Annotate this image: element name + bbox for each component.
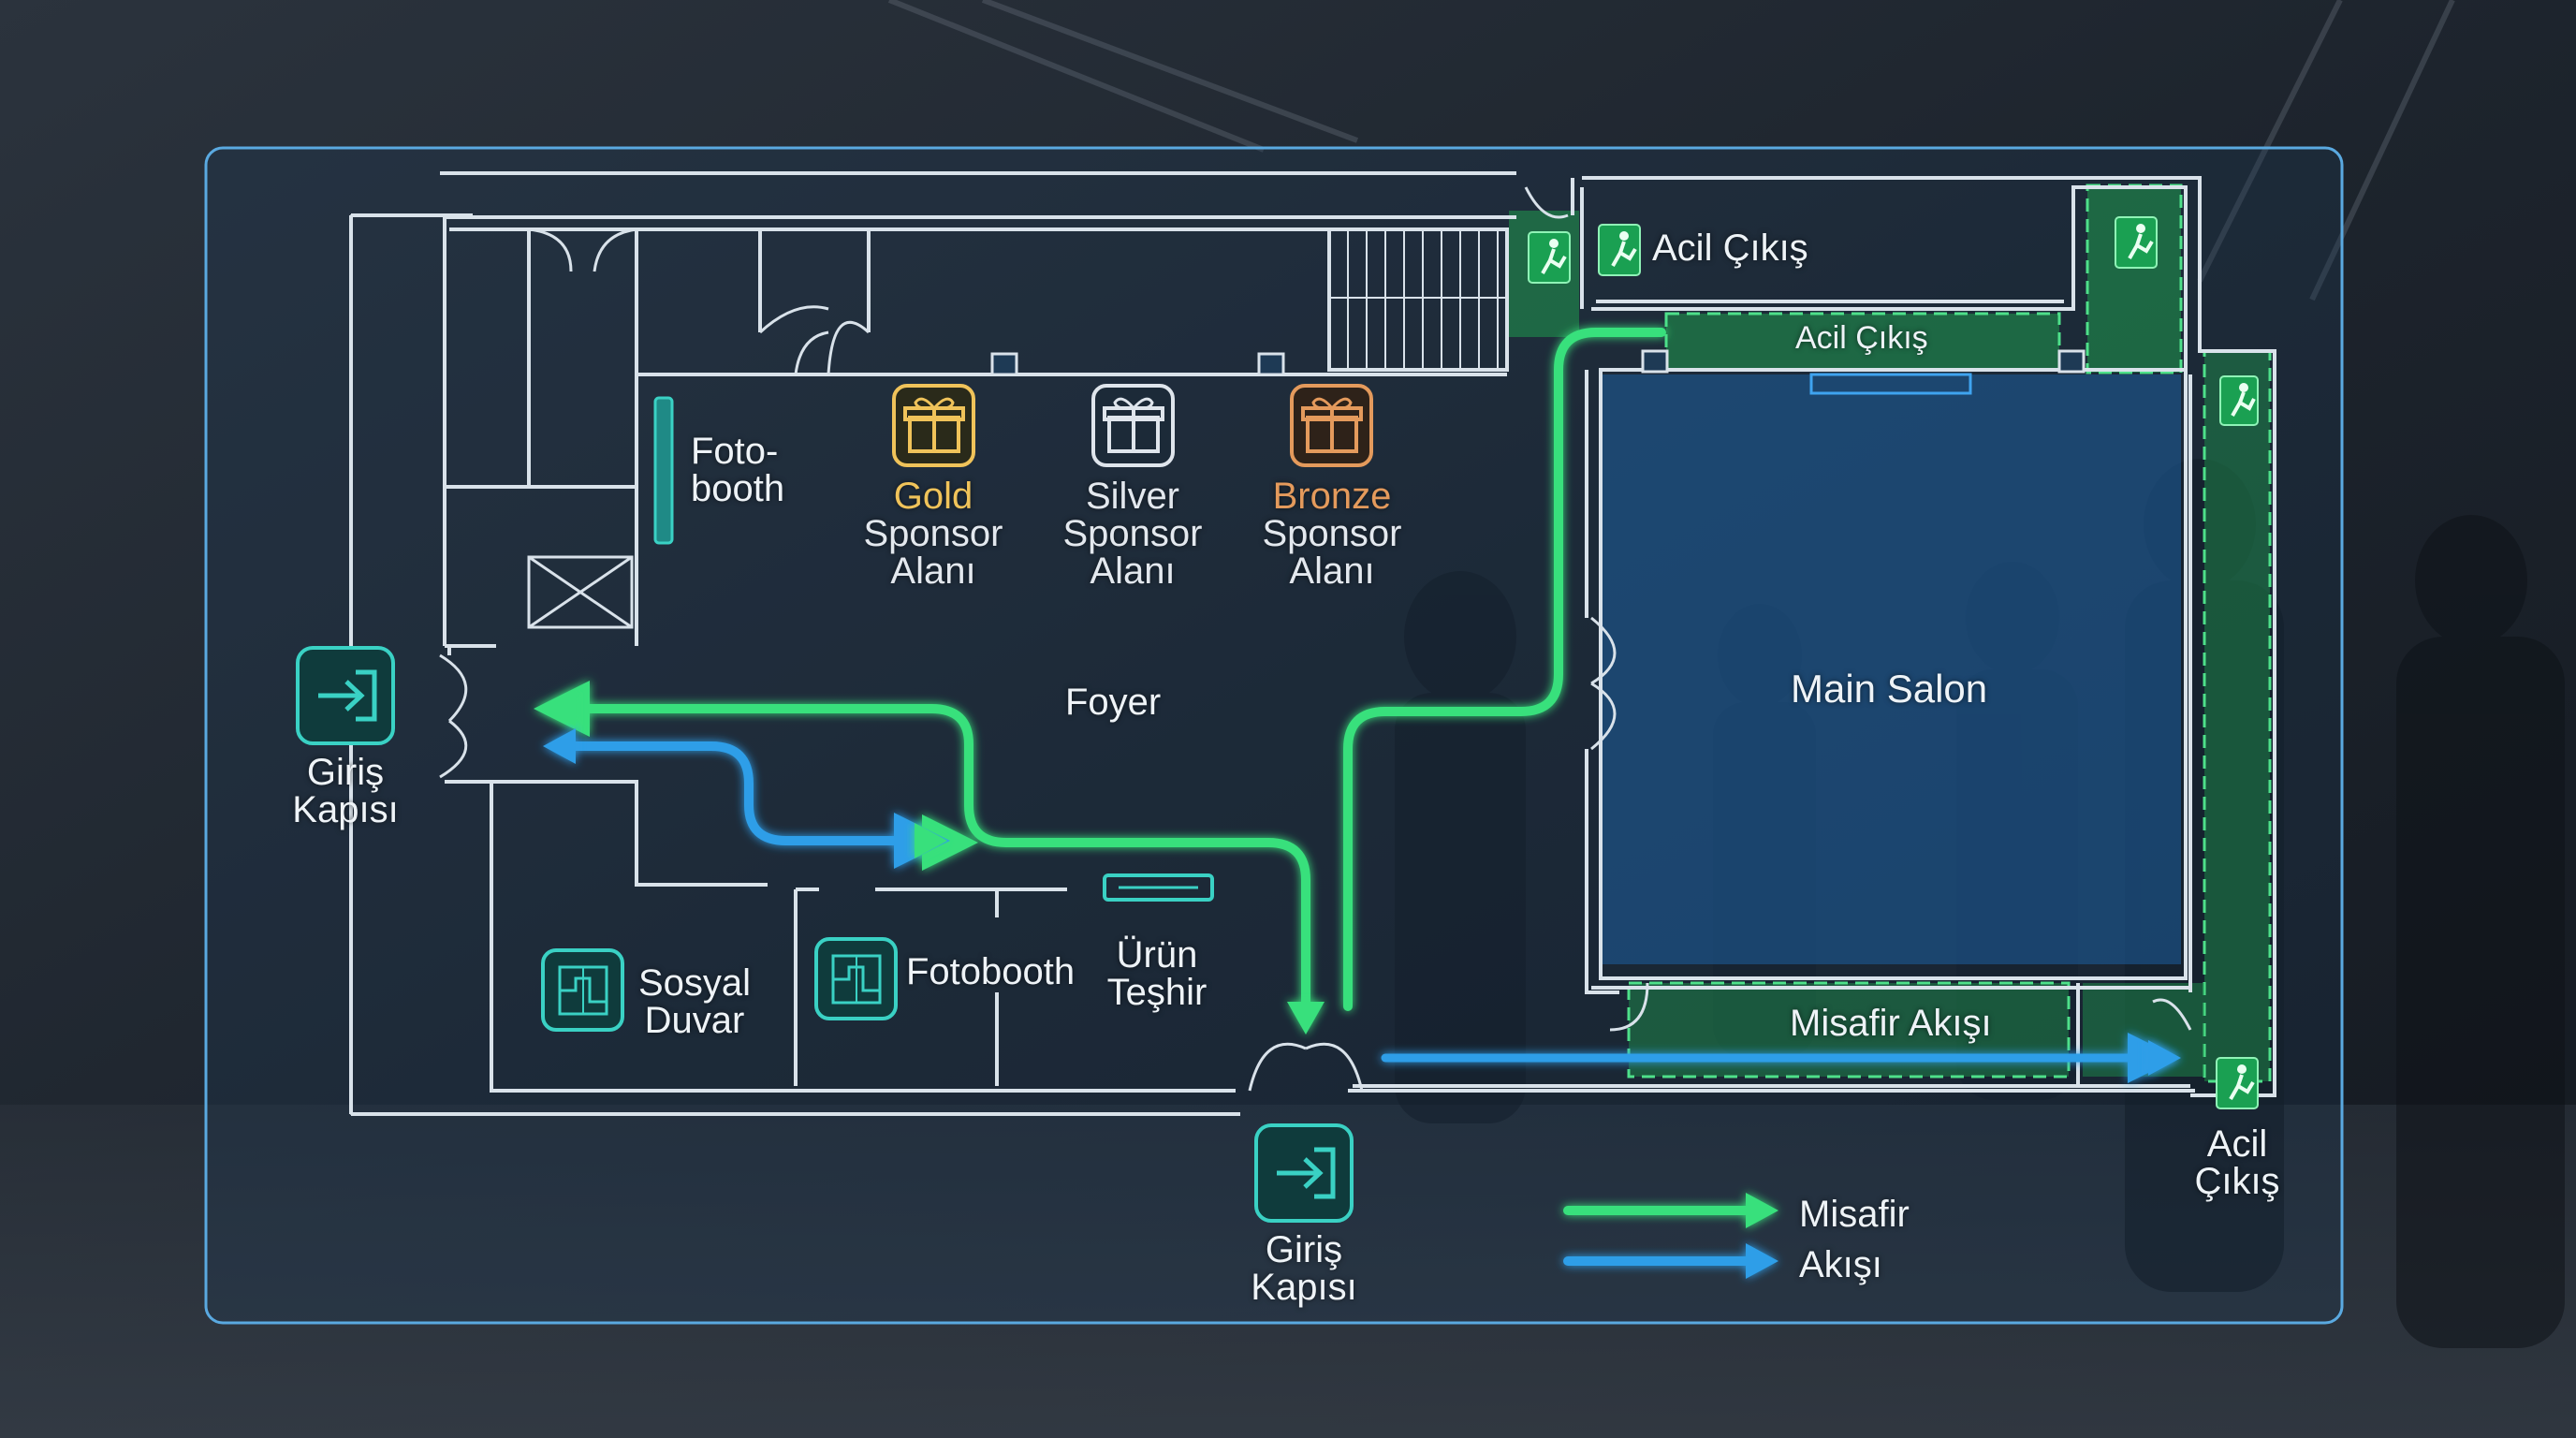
green-flow-left — [534, 681, 1310, 1016]
foto-booth-top-label: Foto- booth — [691, 433, 784, 507]
emergency-exit-icon-top-left — [1528, 231, 1571, 284]
silver-sponsor-line2: Sponsor — [1062, 513, 1203, 554]
giris-kapisi-bottom-line2: Kapısı — [1251, 1267, 1357, 1308]
flow-arrowheads — [543, 691, 2181, 1076]
gift-icon-bronze — [1290, 384, 1373, 467]
gold-sponsor-line1: Gold — [893, 476, 973, 517]
gold-sponsor-label: Gold Sponsor Alanı — [854, 477, 1013, 590]
foto-booth-bar-icon — [653, 396, 674, 545]
emergency-exit-icon-bottom-right — [2216, 1057, 2259, 1109]
emergency-exit-icon-right — [2219, 375, 2259, 426]
main-salon-area — [1601, 374, 2181, 964]
emergency-exit-icon-top-right — [2115, 216, 2158, 269]
gift-icon-gold — [892, 384, 975, 467]
silver-sponsor-label: Silver Sponsor Alanı — [1053, 477, 1212, 590]
background-ceiling-lines — [887, 0, 2455, 301]
acil-cikis-top-label: Acil Çıkış — [1652, 227, 1808, 269]
gold-sponsor-line3: Alanı — [890, 550, 976, 592]
foto-booth-top-line2: booth — [691, 468, 785, 509]
legend-line1: Misafir — [1799, 1194, 1910, 1235]
giris-kapisi-left-line2: Kapısı — [292, 789, 399, 830]
blue-flow-loop — [557, 741, 950, 869]
legend-line2: Akışı — [1799, 1244, 1882, 1285]
urun-teshir-label: Ürün Teşhir — [1105, 936, 1209, 1011]
guest-flow-paths — [534, 328, 2178, 1083]
acil-cikis-bottom-right-line1: Acil — [2206, 1123, 2268, 1165]
enter-door-icon-bottom — [1254, 1123, 1354, 1223]
giris-kapisi-bottom-line1: Giriş — [1265, 1229, 1343, 1270]
gold-sponsor-line2: Sponsor — [863, 513, 1003, 554]
bronze-sponsor-label: Bronze Sponsor Alanı — [1252, 477, 1412, 590]
main-salon-label: Main Salon — [1791, 667, 1988, 711]
acil-cikis-corridor-label: Acil Çıkış — [1795, 320, 1928, 356]
foyer-label: Foyer — [1065, 682, 1162, 723]
wall-grid-icon-sosyal — [541, 948, 624, 1032]
emergency-exit-icon-top — [1598, 224, 1641, 276]
giris-kapisi-left-line1: Giriş — [306, 752, 385, 793]
gift-icon-silver — [1091, 384, 1175, 467]
foto-booth-top-line1: Foto- — [691, 431, 779, 472]
silver-sponsor-line3: Alanı — [1090, 550, 1176, 592]
wall-posts — [990, 349, 2086, 376]
bronze-sponsor-line2: Sponsor — [1262, 513, 1402, 554]
sosyal-duvar-line1: Sosyal — [638, 962, 752, 1004]
green-flow-up — [1343, 328, 1666, 1011]
door-swings — [439, 186, 2192, 1092]
fotobooth-label: Fotobooth — [906, 951, 1076, 992]
silver-sponsor-line1: Silver — [1085, 476, 1180, 517]
acil-cikis-bottom-right-line2: Çıkış — [2194, 1161, 2280, 1202]
bronze-sponsor-line1: Bronze — [1272, 476, 1392, 517]
urun-teshir-line2: Teşhir — [1106, 972, 1208, 1013]
giris-kapisi-left-label: Giriş Kapısı — [279, 754, 412, 829]
elevator-box — [527, 555, 634, 629]
legend-swatches — [1563, 1193, 1778, 1279]
urun-teshir-counter-icon — [1103, 873, 1214, 902]
misafir-akisi-corridor-label: Misafir Akışı — [1790, 1003, 1992, 1044]
bronze-sponsor-line3: Alanı — [1289, 550, 1375, 592]
acil-cikis-bottom-right-label: Acil Çıkış — [2181, 1125, 2293, 1200]
enter-door-icon-left — [296, 646, 395, 745]
stage-marker — [1809, 373, 1972, 395]
urun-teshir-line1: Ürün — [1116, 934, 1198, 976]
sosyal-duvar-label: Sosyal Duvar — [638, 964, 751, 1039]
staircase — [1329, 229, 1507, 370]
sosyal-duvar-line2: Duvar — [644, 1000, 745, 1041]
wall-grid-icon-fotobooth — [814, 937, 898, 1020]
legend-label: Misafir Akışı — [1799, 1189, 1910, 1290]
giris-kapisi-bottom-label: Giriş Kapısı — [1237, 1231, 1370, 1306]
